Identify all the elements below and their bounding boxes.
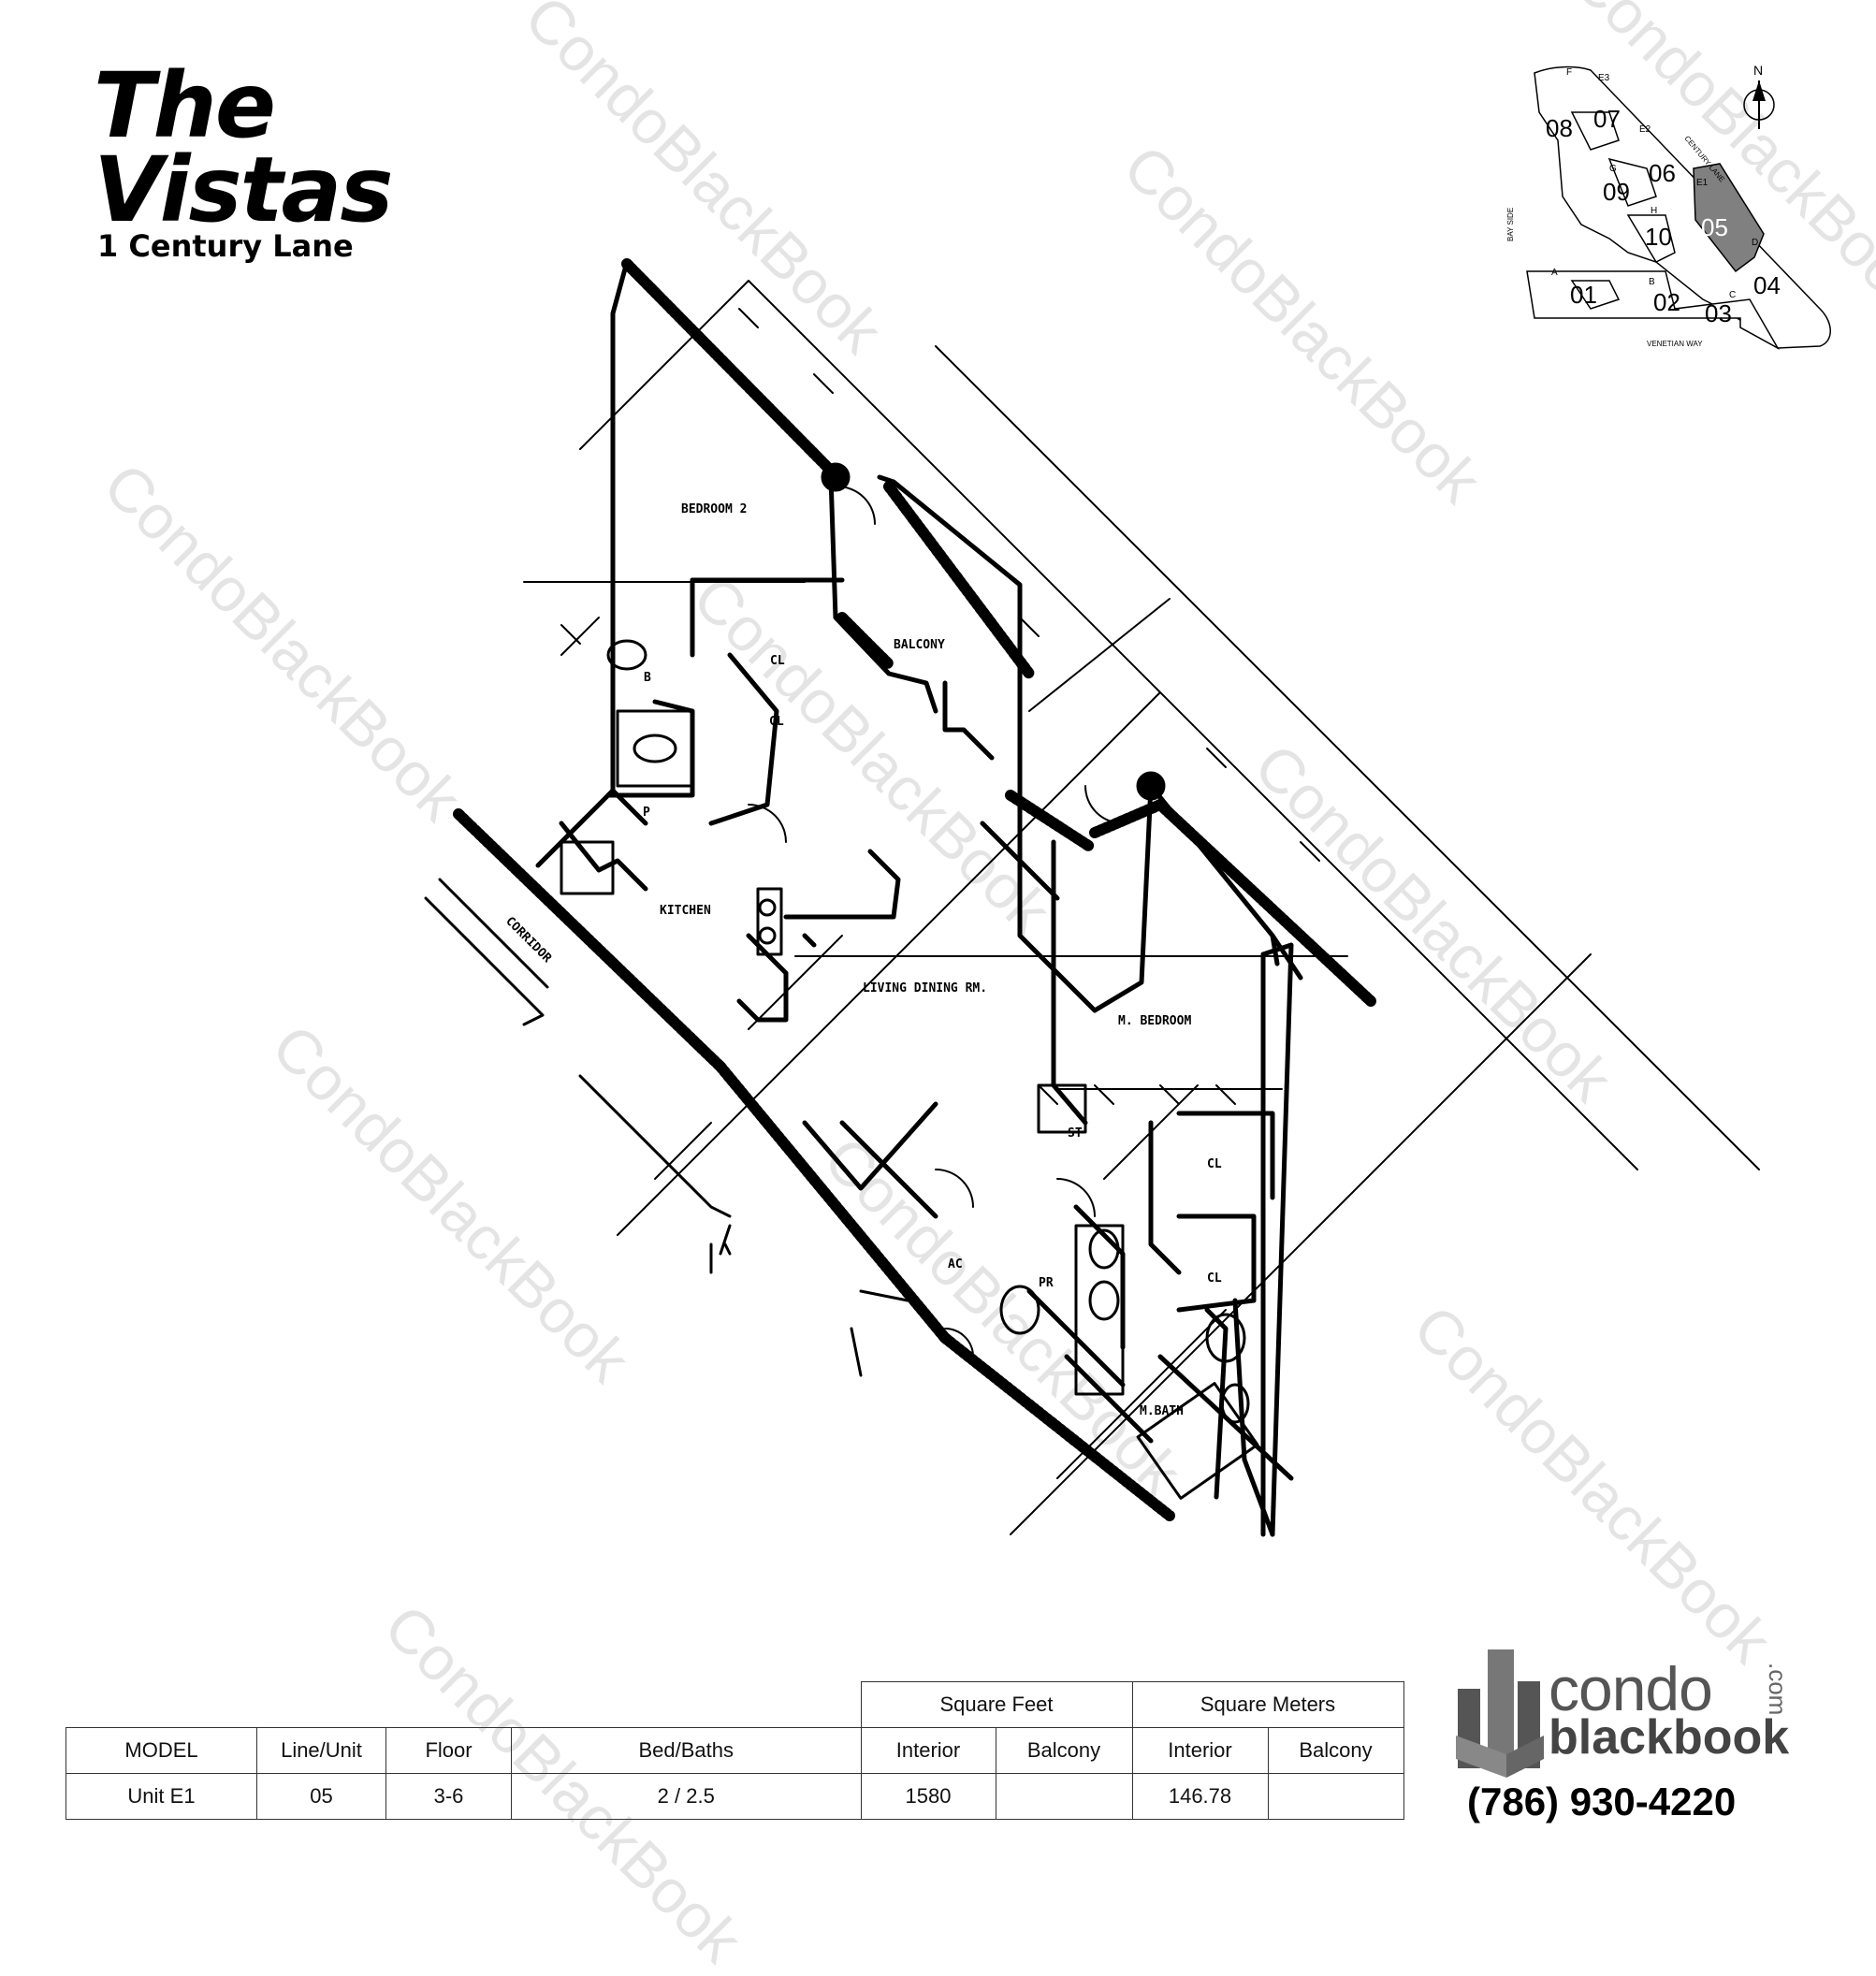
key-letter-e3: E3 xyxy=(1598,73,1610,83)
north-label: N xyxy=(1753,63,1763,78)
header-sqft-interior: Interior xyxy=(860,1727,996,1774)
header-floor: Floor xyxy=(385,1727,512,1774)
room-label-mbath: M.BATH xyxy=(1140,1404,1184,1418)
header-sqft-balcony: Balcony xyxy=(995,1727,1133,1774)
unit-info-table: Square Feet Square Meters MODEL Line/Uni… xyxy=(65,1681,1404,1820)
logo-text-blackbook: blackbook xyxy=(1549,1710,1790,1765)
room-label-st: ST xyxy=(1068,1126,1083,1141)
table-row: Unit E1 05 3-6 2 / 2.5 1580 146.78 xyxy=(65,1773,1404,1820)
room-label-pr: PR xyxy=(1039,1276,1054,1290)
key-unit-07: 07 xyxy=(1593,105,1621,133)
key-unit-06: 06 xyxy=(1649,159,1676,187)
key-letter-c: C xyxy=(1729,290,1736,300)
street-venetian-way: VENETIAN WAY xyxy=(1647,340,1703,348)
key-unit-08: 08 xyxy=(1546,114,1573,142)
key-unit-05: 05 xyxy=(1701,213,1728,241)
header-line-unit: Line/Unit xyxy=(256,1727,386,1774)
header-sqm-interior: Interior xyxy=(1131,1727,1269,1774)
key-letter-b: B xyxy=(1649,277,1655,287)
key-letter-f: F xyxy=(1566,67,1572,78)
room-label-cl: CL xyxy=(770,654,785,668)
cell-sqft-interior: 1580 xyxy=(860,1773,996,1820)
room-label-mbedroom: M. BEDROOM xyxy=(1118,1014,1191,1028)
key-unit-01: 01 xyxy=(1570,281,1597,309)
key-unit-04: 04 xyxy=(1753,271,1781,299)
cell-floor: 3-6 xyxy=(385,1773,512,1820)
header-model: MODEL xyxy=(65,1727,257,1774)
room-label-b: B xyxy=(644,671,651,685)
cell-model: Unit E1 xyxy=(65,1773,257,1820)
header-sqm-balcony: Balcony xyxy=(1267,1727,1404,1774)
room-label-cl: CL xyxy=(1207,1271,1222,1286)
room-label-ac: AC xyxy=(948,1257,963,1271)
key-letter-e2: E2 xyxy=(1639,124,1651,135)
room-label-living: LIVING DINING RM. xyxy=(863,981,987,995)
cell-line-unit: 05 xyxy=(256,1773,386,1820)
building-title: The Vistas xyxy=(94,53,393,242)
key-unit-10: 10 xyxy=(1645,223,1672,251)
street-bay-side: BAY SIDE xyxy=(1506,208,1515,241)
phone-number[interactable]: (786) 930-4220 xyxy=(1467,1780,1737,1823)
room-label-p: P xyxy=(643,806,650,820)
key-letter-e1: E1 xyxy=(1696,178,1709,188)
condoblackbook-logo[interactable]: condo blackbook .com xyxy=(1450,1642,1825,1782)
room-label-cl: CL xyxy=(769,715,784,729)
room-label-balcony: BALCONY xyxy=(894,638,945,652)
title-line-2: Vistas xyxy=(94,138,393,242)
key-letter-a: A xyxy=(1551,268,1558,278)
title-line-1: The xyxy=(94,53,276,158)
key-unit-02: 02 xyxy=(1653,288,1680,316)
logo-text-condo: condo xyxy=(1549,1654,1713,1723)
key-plan: 08 07 06 09 05 10 01 02 03 04 F E3 E2 E1… xyxy=(1506,63,1831,350)
cell-bed-baths: 2 / 2.5 xyxy=(511,1773,862,1820)
north-arrow-icon: N xyxy=(1743,63,1775,129)
logo-text-tld: .com xyxy=(1764,1663,1792,1716)
unit-05-highlight xyxy=(1693,163,1765,273)
key-letter-h: H xyxy=(1651,206,1657,216)
key-letter-g: G xyxy=(1609,164,1617,174)
key-letter-d: D xyxy=(1752,238,1758,248)
room-label-cl: CL xyxy=(1207,1157,1222,1171)
header-square-feet: Square Feet xyxy=(860,1681,1133,1728)
header-square-meters: Square Meters xyxy=(1131,1681,1404,1728)
key-unit-03: 03 xyxy=(1705,299,1732,327)
cell-sqft-balcony xyxy=(995,1773,1133,1820)
building-logo-icon xyxy=(1456,1649,1544,1778)
floor-plan: BEDROOM 2 BALCONY KITCHEN LIVING DINING … xyxy=(424,258,1760,1537)
room-label-bedroom2: BEDROOM 2 xyxy=(681,502,747,516)
room-label-kitchen: KITCHEN xyxy=(660,904,711,918)
header-bed-baths: Bed/Baths xyxy=(511,1727,862,1774)
cell-sqm-balcony xyxy=(1267,1773,1404,1820)
cell-sqm-interior: 146.78 xyxy=(1131,1773,1269,1820)
key-unit-09: 09 xyxy=(1603,178,1630,206)
building-address: 1 Century Lane xyxy=(97,228,354,264)
